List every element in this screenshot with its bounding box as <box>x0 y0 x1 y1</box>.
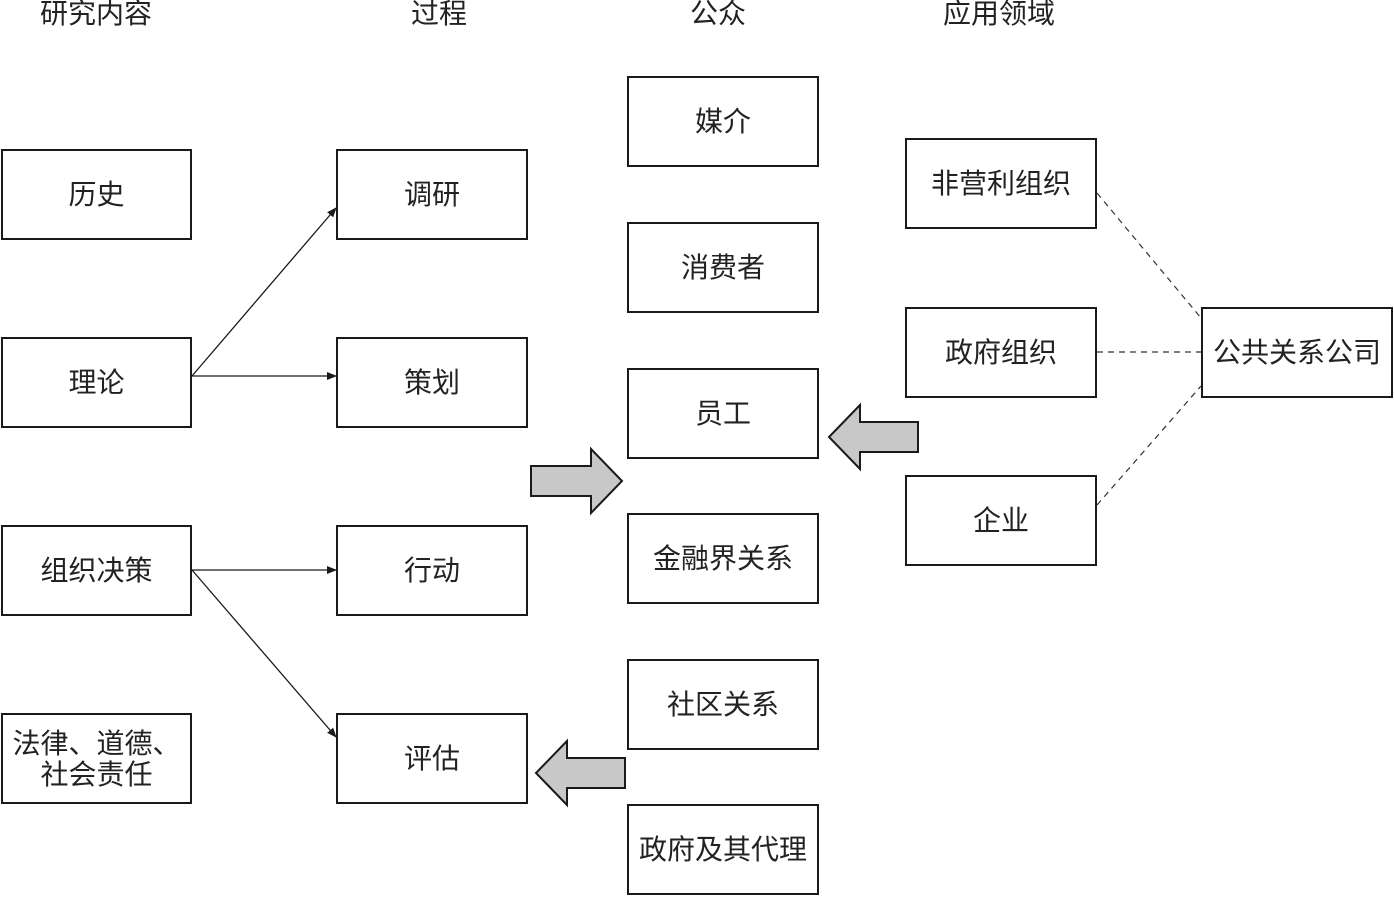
dashed-link-nonprofit <box>1096 192 1202 319</box>
application-box-enterprise: 企业 <box>905 475 1097 566</box>
application-box-government: 政府组织 <box>905 307 1097 398</box>
arrow-theory-to-research <box>191 207 337 377</box>
block-arrow-right <box>530 446 624 516</box>
research-box-theory: 理论 <box>1 337 192 428</box>
header-public: 公众 <box>689 0 746 30</box>
dashed-link-enterprise <box>1096 385 1202 506</box>
public-box-financial: 金融界关系 <box>627 513 819 604</box>
header-research: 研究内容 <box>39 0 152 30</box>
research-box-ethics: 法律、道德、社会责任 <box>1 713 192 804</box>
application-box-nonprofit: 非营利组织 <box>905 138 1097 229</box>
block-arrow-left-evaluation <box>534 738 626 808</box>
public-box-consumers: 消费者 <box>627 222 819 313</box>
header-application: 应用领域 <box>942 0 1055 30</box>
arrow-decision-to-evaluate <box>191 569 337 738</box>
public-box-employees: 员工 <box>627 368 819 459</box>
process-box-evaluation: 评估 <box>336 713 528 804</box>
public-box-community: 社区关系 <box>627 659 819 750</box>
research-box-decision: 组织决策 <box>1 525 192 616</box>
block-arrow-left-employees <box>827 402 919 472</box>
public-box-media: 媒介 <box>627 76 819 167</box>
agency-box: 公共关系公司 <box>1201 307 1393 398</box>
header-process: 过程 <box>410 0 467 30</box>
process-box-planning: 策划 <box>336 337 528 428</box>
process-box-research: 调研 <box>336 149 528 240</box>
public-box-government: 政府及其代理 <box>627 804 819 895</box>
research-box-history: 历史 <box>1 149 192 240</box>
process-box-action: 行动 <box>336 525 528 616</box>
